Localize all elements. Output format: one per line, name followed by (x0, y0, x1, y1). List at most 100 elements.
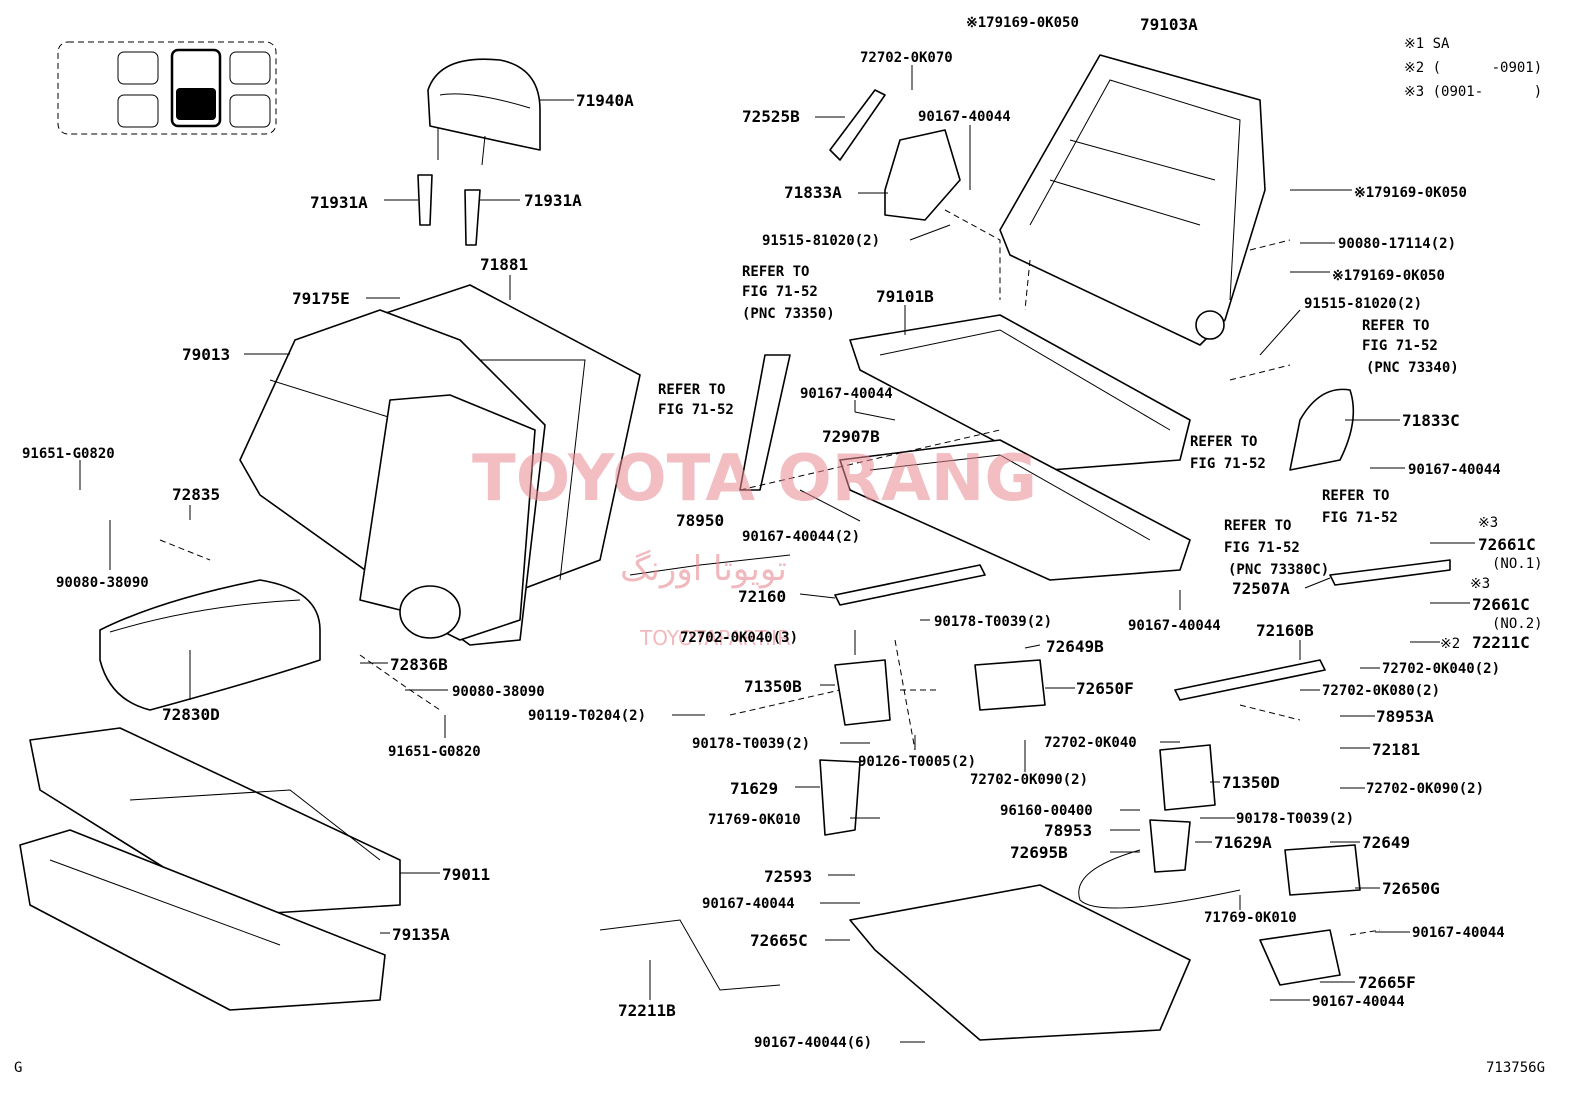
label-90167-mid: 90167-40044 (800, 386, 893, 402)
ref6-line3: (PNC 73380C) (1228, 562, 1329, 578)
label-72649b: 72649B (1046, 637, 1104, 656)
label-71629a: 71629A (1214, 833, 1272, 852)
watermark-persian: تویوتا اورنگ (620, 549, 787, 589)
part-labels: 71940A 71931A 71931A 71881 79175E 79013 … (22, 15, 1536, 1051)
label-72702-0k070: 72702-0K070 (860, 50, 953, 66)
label-72665f: 72665F (1358, 973, 1416, 992)
label-78953a: 78953A (1376, 707, 1434, 726)
label-79135a: 79135A (392, 925, 450, 944)
label-72661c-1: 72661C (1478, 535, 1536, 554)
label-72702-0k040: 72702-0K040 (1044, 735, 1137, 751)
ref4-line1: REFER TO (1190, 434, 1257, 450)
reference-callouts: REFER TO FIG 71-52 (PNC 73350) REFER TO … (658, 264, 1459, 578)
label-90167-2: 90167-40044(2) (742, 529, 860, 545)
label-79103a: 79103A (1140, 15, 1198, 34)
label-71931a-left: 71931A (310, 193, 368, 212)
corner-letter: G (14, 1060, 22, 1076)
legend-note-3: ※3 (0901- ) (1404, 84, 1542, 100)
label-79013: 79013 (182, 345, 230, 364)
seat-track-72160b (1174, 659, 1326, 701)
cover-72665f (1259, 929, 1341, 986)
cover-71629 (819, 759, 861, 836)
label-90178-top: 90178-T0039(2) (934, 614, 1052, 630)
seat-adjuster-71350b (834, 659, 891, 726)
label-90167-right-bottom: 90167-40044 (1128, 618, 1221, 634)
label-72650g: 72650G (1382, 879, 1440, 898)
assembly-lines (159, 209, 1381, 936)
label-72830d: 72830D (162, 705, 220, 724)
label-91651-bottom: 91651-G0820 (388, 744, 481, 760)
seat-back-frame (999, 54, 1266, 346)
tray-72665c (849, 884, 1191, 1041)
label-71881: 71881 (480, 255, 528, 274)
label-179169-right-2: ※179169-0K050 (1332, 268, 1445, 284)
label-72211b: 72211B (618, 1001, 676, 1020)
label-72665c: 72665C (750, 931, 808, 950)
note-mark-1-sub: (NO.1) (1492, 556, 1543, 572)
belt-anchor (739, 354, 791, 491)
ref1-line2: FIG 71-52 (742, 284, 818, 300)
drawing-id: 713756G (1486, 1060, 1545, 1076)
label-90167-right: 90167-40044 (1408, 462, 1501, 478)
label-72160: 72160 (738, 587, 786, 606)
ref2-line2: FIG 71-52 (658, 402, 734, 418)
label-71769-left: 71769-0K010 (708, 812, 801, 828)
label-90080-left: 90080-38090 (56, 575, 149, 591)
label-72650f: 72650F (1076, 679, 1134, 698)
cable-72695b (1078, 849, 1241, 909)
label-71833a: 71833A (784, 183, 842, 202)
label-79175e: 79175E (292, 289, 350, 308)
lock-72650g (1284, 844, 1361, 896)
label-72702-0k090-right: 72702-0K090(2) (1366, 781, 1484, 797)
note-marks: ※3 (NO.1) ※3 (NO.2) ※2 (1440, 515, 1543, 652)
ref3-line2: FIG 71-52 (1362, 338, 1438, 354)
watermark-url: TOYOTAPART.IR (639, 626, 791, 650)
lock-72650f (974, 659, 1046, 711)
label-72507a: 72507A (1232, 579, 1290, 598)
label-79101b: 79101B (876, 287, 934, 306)
label-71350d: 71350D (1222, 773, 1280, 792)
label-72211c: 72211C (1472, 633, 1530, 652)
label-72695b: 72695B (1010, 843, 1068, 862)
label-71940a: 71940A (576, 91, 634, 110)
label-90167-top: 90167-40044 (918, 109, 1011, 125)
label-72593: 72593 (764, 867, 812, 886)
seat-cushion-frame (839, 314, 1191, 581)
ref5-line2: FIG 71-52 (1322, 510, 1398, 526)
belt-78950 (629, 554, 791, 576)
label-72160b: 72160B (1256, 621, 1314, 640)
label-78953: 78953 (1044, 821, 1092, 840)
seat-back-assembly (239, 284, 641, 646)
label-90167-665f-top: 90167-40044 (1412, 925, 1505, 941)
note-mark-3: ※2 (1440, 636, 1460, 652)
label-71833c: 71833C (1402, 411, 1460, 430)
label-90167-665f-bottom: 90167-40044 (1312, 994, 1405, 1010)
label-90080-17114: 90080-17114(2) (1338, 236, 1456, 252)
label-72702-0k040-3: 72702-0K040(3) (680, 630, 798, 646)
label-90178-right: 90178-T0039(2) (1236, 811, 1354, 827)
label-179169-top: ※179169-0K050 (966, 15, 1079, 31)
seat-adjuster-71350d (1159, 744, 1216, 811)
label-91515-right: 91515-81020(2) (1304, 296, 1422, 312)
label-90119: 90119-T0204(2) (528, 708, 646, 724)
note-mark-2: ※3 (1470, 576, 1490, 592)
watermark-main: TOYOTA ORANG (472, 442, 1037, 516)
ref3-line3: (PNC 73340) (1366, 360, 1459, 376)
label-90178-bottom: 90178-T0039(2) (692, 736, 810, 752)
ref1-line3: (PNC 73350) (742, 306, 835, 322)
label-71350b: 71350B (744, 677, 802, 696)
ref4-line2: FIG 71-52 (1190, 456, 1266, 472)
label-72661c-2: 72661C (1472, 595, 1530, 614)
label-72649: 72649 (1362, 833, 1410, 852)
cover-71629a (1149, 819, 1191, 873)
label-72702-0k040-2: 72702-0K040(2) (1382, 661, 1500, 677)
legend-note-1: ※1 SA (1404, 36, 1450, 52)
watermark: TOYOTA ORANG تویوتا اورنگ TOYOTAPART.IR (472, 442, 1037, 650)
label-90167-593: 90167-40044 (702, 896, 795, 912)
lever-72525b (829, 89, 886, 161)
recliner-cover-71833c (1289, 388, 1355, 471)
ref6-line2: FIG 71-52 (1224, 540, 1300, 556)
legend-note-2: ※2 ( -0901) (1404, 60, 1542, 76)
label-90167-6: 90167-40044(6) (754, 1035, 872, 1051)
ref6-line1: REFER TO (1224, 518, 1291, 534)
